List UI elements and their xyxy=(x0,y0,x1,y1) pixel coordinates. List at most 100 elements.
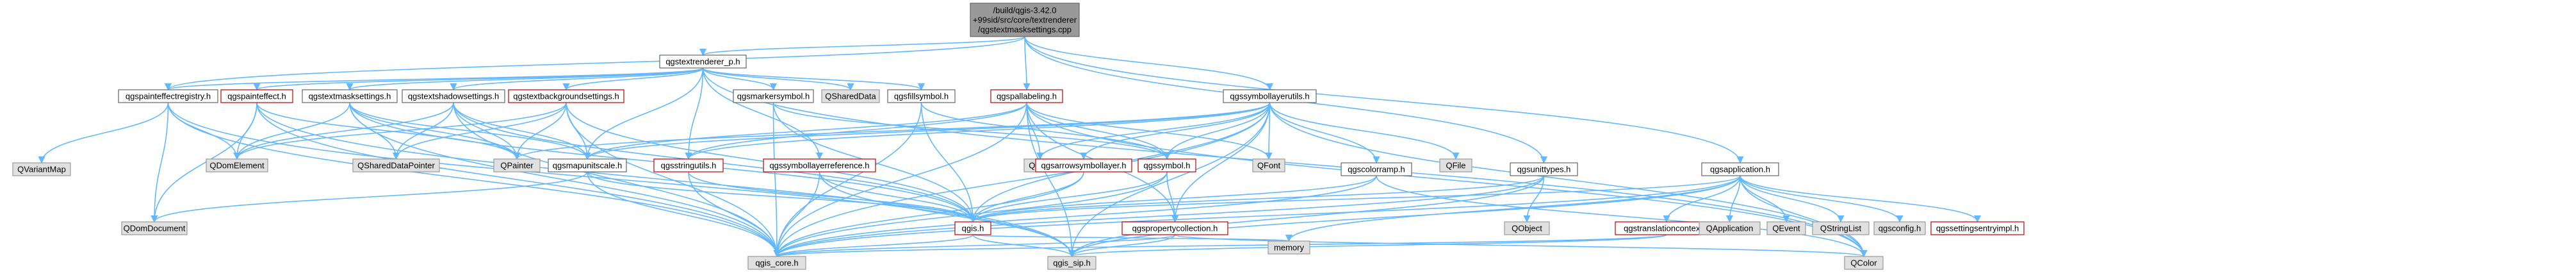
node-label-qgis_core: qgis_core.h xyxy=(755,258,798,268)
node-box-QObject xyxy=(1504,221,1550,235)
node-box-QDomElement xyxy=(206,158,268,172)
node-qgspropertycollection[interactable]: qgspropertycollection.h xyxy=(1121,221,1228,235)
node-QApplication: QApplication xyxy=(1699,221,1761,235)
node-qgstextrenderer_p[interactable]: qgstextrenderer_p.h xyxy=(659,55,747,69)
edge-qgis_h-to-qgis_core xyxy=(773,234,974,258)
edge-qgstextbackgroundsettings-to-QPainter xyxy=(513,102,567,160)
edge-qgspainteffect-to-QPainter xyxy=(256,102,521,160)
node-qgsmarkersymbol[interactable]: qgsmarkersymbol.h xyxy=(733,89,814,103)
edge-qgssymbollayerutils-to-qgspropertycollection xyxy=(1171,102,1271,223)
edge-qgssymbollayerutils-to-qgis_core xyxy=(773,102,1271,258)
node-label-QVariantMap: QVariantMap xyxy=(17,165,66,174)
edge-qgspainteffectregistry-to-qgis_core xyxy=(167,102,781,258)
node-label-QSharedDataPointer: QSharedDataPointer xyxy=(357,161,435,171)
node-box-qgis_core xyxy=(747,256,806,270)
edge-qgsmapunitscale-to-QDomDocument xyxy=(151,171,588,223)
edge-qgstextrenderer_p-to-qgsmapunitscale xyxy=(583,67,704,160)
edge-qgsapplication-to-QApplication xyxy=(1725,175,1741,223)
edge-qgspainteffectregistry-to-qgis_sip xyxy=(167,102,1075,258)
node-box-qgsmapunitscale xyxy=(548,158,627,172)
edge-root-to-qgspallabeling xyxy=(1023,36,1031,91)
node-qgstextshadowsettings[interactable]: qgstextshadowsettings.h xyxy=(402,89,505,103)
edge-qgsfillsymbol-to-qgssymbol xyxy=(920,102,1171,160)
node-box-qgis_sip xyxy=(1047,256,1096,270)
node-label-QColor: QColor xyxy=(1850,258,1877,268)
node-QDomDocument: QDomDocument xyxy=(121,221,188,235)
node-label-qgssymbol: qgssymbol.h xyxy=(1144,161,1191,171)
node-label-qgsunittypes: qgsunittypes.h xyxy=(1517,165,1571,174)
node-qgsapplication[interactable]: qgsapplication.h xyxy=(1701,162,1779,176)
edge-qgspropertycollection-to-QColor xyxy=(1174,234,1867,258)
node-box-QDomDocument xyxy=(121,221,188,235)
node-qgssettingsentryimpl[interactable]: qgssettingsentryimpl.h xyxy=(1930,221,2025,235)
edge-qgspainteffectregistry-to-QDomDocument xyxy=(151,102,169,223)
node-box-qgspallabeling xyxy=(990,89,1063,103)
node-qgstextmasksettings_h[interactable]: qgstextmasksettings.h xyxy=(302,89,398,103)
node-qgssymbollayerutils[interactable]: qgssymbollayerutils.h xyxy=(1223,89,1317,103)
edge-qgssymbollayerreference-to-qgis_core xyxy=(773,171,820,258)
edge-qgstextshadowsettings-to-QPainter xyxy=(453,102,521,160)
node-box-qgsapplication xyxy=(1701,162,1779,176)
node-qgspallabeling[interactable]: qgspallabeling.h xyxy=(990,89,1063,103)
edge-qgstranslationcontext-to-qgis_core xyxy=(774,234,1667,258)
edge-root-to-qgsapplication xyxy=(1024,36,1744,164)
node-QFont: QFont xyxy=(1252,158,1285,172)
node-qgstranslationcontext[interactable]: qgstranslationcontext.h xyxy=(1615,221,1718,235)
node-box-qgsconfig xyxy=(1873,221,1926,235)
node-box-memory xyxy=(1268,240,1310,255)
node-label-QSharedData: QSharedData xyxy=(825,92,876,101)
node-qgssymbollayerreference[interactable]: qgssymbollayerreference.h xyxy=(763,158,876,172)
edge-qgstextbackgroundsettings-to-qgis_core xyxy=(566,102,781,258)
node-label-qgspropertycollection: qgspropertycollection.h xyxy=(1132,224,1218,233)
node-QPainter: QPainter xyxy=(493,158,541,172)
edge-qgspropertycollection-to-qgis_core xyxy=(773,234,1176,258)
edge-root-to-qgstextrenderer_p xyxy=(699,36,1025,56)
node-label-root: /build/qgis-3.42.0 xyxy=(993,6,1056,15)
node-qgscolorramp[interactable]: qgscolorramp.h xyxy=(1341,162,1412,176)
edge-qgspallabeling-to-qgis_core xyxy=(773,102,1027,258)
node-qgsunittypes[interactable]: qgsunittypes.h xyxy=(1510,162,1578,176)
edge-qgscolorramp-to-QColor xyxy=(1376,175,1868,258)
edge-qgstextmasksettings_h-to-QDomElement xyxy=(233,102,350,160)
edge-qgsmapunitscale-to-qgis_core xyxy=(587,171,781,258)
node-label-qgstextshadowsettings: qgstextshadowsettings.h xyxy=(408,92,499,101)
edge-qgssymbollayerreference-to-qgis_h xyxy=(819,171,977,223)
node-QVariantMap: QVariantMap xyxy=(12,162,71,176)
edge-qgstextmasksettings_h-to-qgsmapunitscale xyxy=(349,102,591,160)
node-label-QPainter: QPainter xyxy=(500,161,534,171)
node-qgsarrowsymbollayer[interactable]: qgsarrowsymbollayer.h xyxy=(1035,158,1132,172)
node-qgstextbackgroundsettings[interactable]: qgstextbackgroundsettings.h xyxy=(508,89,624,103)
node-qgsfillsymbol[interactable]: qgsfillsymbol.h xyxy=(887,89,956,103)
node-qgspainteffectregistry[interactable]: qgspainteffectregistry.h xyxy=(118,89,218,103)
edge-qgsapplication-to-qgis_sip xyxy=(1068,175,1741,258)
node-box-QFont xyxy=(1252,158,1285,172)
node-root[interactable]: /build/qgis-3.42.0+99sid/src/core/textre… xyxy=(970,3,1080,37)
node-box-QEvent xyxy=(1766,221,1806,235)
node-qgsmapunitscale[interactable]: qgsmapunitscale.h xyxy=(548,158,627,172)
edge-qgspallabeling-to-qgsstringutils xyxy=(685,102,1027,160)
node-box-qgsarrowsymbollayer xyxy=(1035,158,1132,172)
edge-qgsapplication-to-QEvent xyxy=(1740,175,1790,223)
edge-qgstranslationcontext-to-qgis_sip xyxy=(1068,234,1667,258)
node-box-QPainter xyxy=(493,158,541,172)
edge-qgsapplication-to-qgis_core xyxy=(773,175,1741,258)
node-qgsstringutils[interactable]: qgsstringutils.h xyxy=(653,158,724,172)
edge-qgstextshadowsettings-to-qgsmapunitscale xyxy=(453,102,591,160)
node-label-qgspainteffect: qgspainteffect.h xyxy=(227,92,286,101)
edge-qgspropertycollection-to-qgis_sip xyxy=(1068,234,1176,258)
node-QSharedData: QSharedData xyxy=(821,89,880,103)
edge-qgstextbackgroundsettings-to-QSharedDataPointer xyxy=(392,102,567,160)
edge-qgsapplication-to-qgssettingsentryimpl xyxy=(1740,175,1981,223)
edge-qgsstringutils-to-qgis_core xyxy=(688,171,781,258)
node-label-qgscolorramp: qgscolorramp.h xyxy=(1348,165,1405,174)
node-qgssymbol[interactable]: qgssymbol.h xyxy=(1137,158,1196,172)
node-box-QStringList xyxy=(1812,221,1870,235)
node-qgis_h[interactable]: qgis.h xyxy=(954,221,991,235)
node-QColor: QColor xyxy=(1844,256,1884,270)
node-box-qgspainteffectregistry xyxy=(118,89,218,103)
node-label-qgstextrenderer_p: qgstextrenderer_p.h xyxy=(665,57,740,67)
node-qgspainteffect[interactable]: qgspainteffect.h xyxy=(220,89,293,103)
node-box-qgsfillsymbol xyxy=(887,89,956,103)
node-box-qgsunittypes xyxy=(1510,162,1578,176)
